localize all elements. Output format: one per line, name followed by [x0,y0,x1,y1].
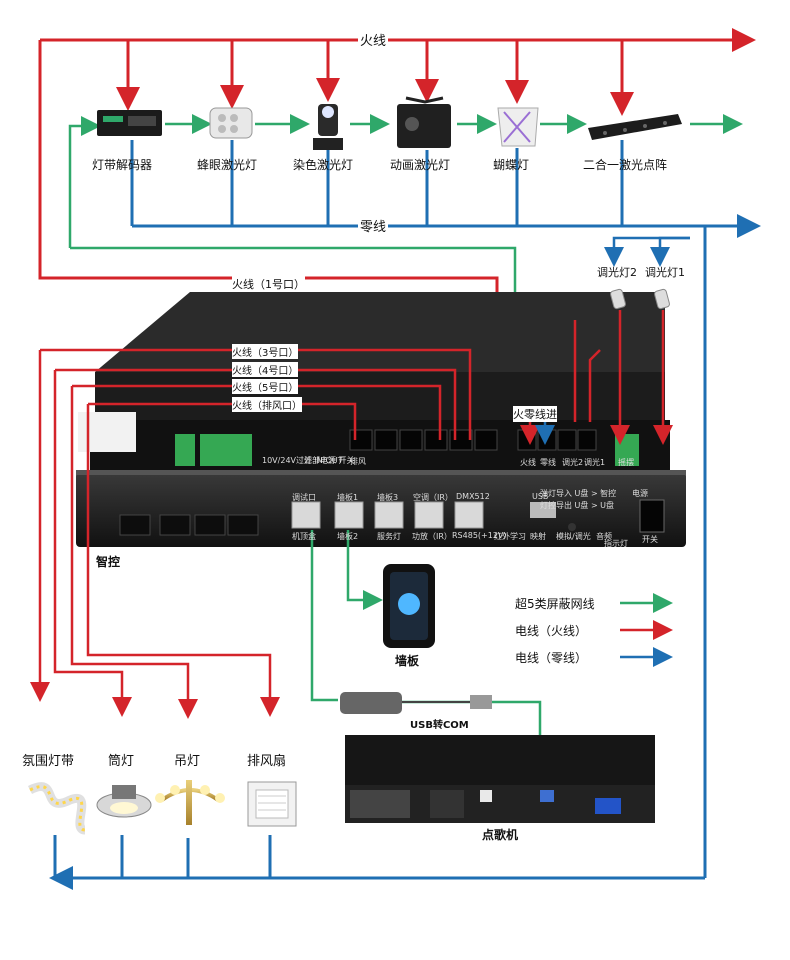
room-light-label: 筒灯 [108,754,135,769]
room-light-label: 吊灯 [174,754,201,769]
stage-device-label: 动画激光灯 [390,158,451,172]
usb-com-icon [340,692,492,714]
room-light-label: 排风扇 [247,754,287,769]
controller-small-label: 音频 [596,532,612,541]
usb-port[interactable] [530,502,556,518]
stage-device-label: 染色激光灯 [293,158,354,172]
port-label: 墙板1 [337,493,359,502]
stage-device-label: 蜂眼激光灯 [197,158,258,172]
controller-small-label: 红外学习 [494,532,526,541]
legend-label-network: 超5类屏蔽网线 [515,597,595,611]
downlight-icon [96,785,152,818]
controller-top-label: 10V/24V过滤 IN/OUT [262,456,343,465]
room-light-label: 氛围灯带 [22,754,75,769]
controller-right-label: 弹灯导入 U盘 > 智控 [540,489,617,498]
live-neutral-in-label: 火零线进 [513,406,557,422]
moving-head-icon [313,104,343,150]
port-label: 空调（IR） [413,493,453,502]
terminal-label: 摇摆 [618,458,634,467]
beam-light-icon [209,107,253,139]
player-label: 点歌机 [482,828,519,842]
dimmer-1-label: 调光灯1 [645,266,685,279]
dimmer-wires [520,236,690,445]
legend [620,593,673,667]
rj45-port[interactable] [334,501,364,529]
controller-small-label: 映射 [530,532,546,541]
controller-right-label: 开关 [642,535,658,544]
rj45-port[interactable] [454,501,484,529]
indicator-dot [568,523,576,531]
neutral-return-loop [49,226,707,890]
terminal-label: 调光2 [562,458,584,467]
rj45-port[interactable] [374,501,404,529]
dimmer-lamp-icon [654,288,670,310]
dimmer-lamp-icon [610,288,626,310]
laser-projector-icon [397,96,451,148]
port-label: 调试口 [292,493,316,502]
terminal-block [200,434,252,466]
top-neutral-label: 零线 [358,216,389,235]
live-port-exhaust-label: 火线（排风口） [232,397,302,412]
terminal-label: 零线 [540,458,556,467]
legend-label-neutral: 电线（零线） [515,651,588,665]
terminal-label: 调光1 [584,458,606,467]
controller-right-label: 电源 [632,489,648,498]
terminal-block [175,434,195,466]
controller-right-label: 灯控导出 U盘 > U盘 [540,501,615,510]
controller-top-label: 外部电源 开关 [304,456,355,465]
top-live-label: 火线 [358,30,389,49]
port-label: 墙板3 [377,493,399,502]
terminal-label: 火线 [520,458,536,467]
butterfly-light-icon [497,107,539,147]
controller-device [76,292,686,547]
legend-label-live: 电线（火线） [515,624,588,638]
wall-panel-icon [383,564,435,648]
controller-name: 智控 [96,555,121,569]
chandelier-icon [155,780,225,825]
top-neutral-bus [130,140,761,238]
controller-small-label: USB [532,492,549,501]
usb-com-label: USB转COM [410,720,469,731]
stage-device-label: 灯带解码器 [92,158,153,172]
room-live-wires [30,350,280,719]
exhaust-fan-icon [247,781,297,827]
led-strip-icon [27,782,87,835]
port-sublabel: 服务灯 [377,532,401,541]
spec-sticker [78,412,136,452]
controller-right-label: 指示灯 [604,539,628,548]
live-port-3-label: 火线（3号口） [232,344,299,359]
port-sublabel: RS485(+12V) [452,531,507,540]
live-port-4-label: 火线（4号口） [232,362,299,377]
live-port-5-label: 火线（5号口） [232,379,299,394]
wall-panel-label: 墙板 [395,654,420,668]
stage-device-label: 蝴蝶灯 [493,158,530,172]
stage-device-label: 二合一激光点阵 [583,158,668,172]
terminal-label: 排风 [350,457,366,466]
controller-small-label: 模拟/调光 [556,532,591,541]
port-sublabel: 功放（IR） [412,532,452,541]
port-label: DMX512 [456,492,490,501]
rj45-port[interactable] [414,501,444,529]
karaoke-player-icon [345,735,655,823]
laser-bar-icon [588,114,682,140]
dimmer-2-label: 调光灯2 [597,266,637,279]
port-sublabel: 机顶盒 [292,532,316,541]
controller-live-wires [40,348,472,440]
port-sublabel: 墙板2 [337,532,359,541]
power-switch[interactable] [639,499,665,533]
live-port-1-label: 火线（1号口） [232,276,305,292]
decoder-icon [97,110,162,136]
rj45-port[interactable] [291,501,321,529]
